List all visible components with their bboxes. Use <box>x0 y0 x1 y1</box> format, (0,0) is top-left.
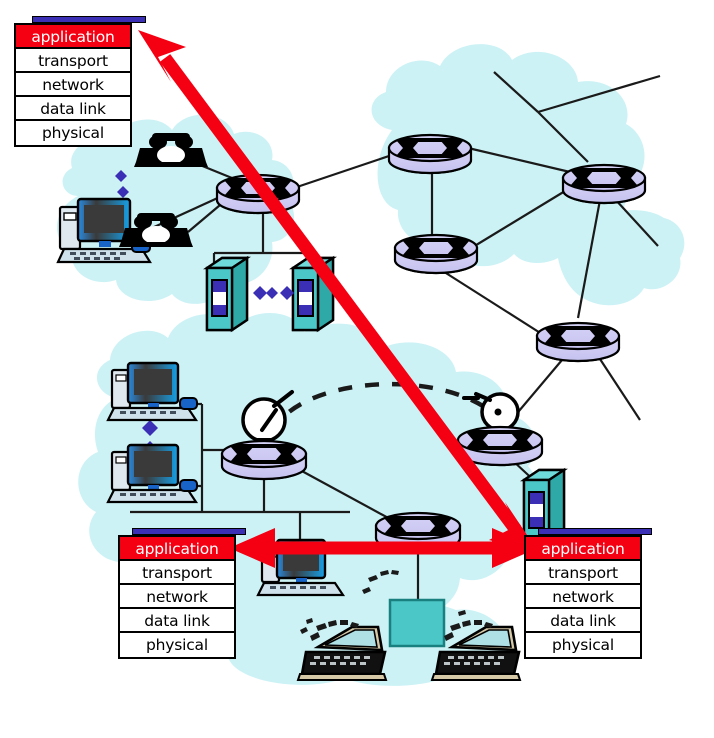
stack-bottom-left-layer-application: application <box>120 537 234 561</box>
arrow-horizontal <box>229 528 538 568</box>
stack-top-left-layer-application: application <box>16 25 130 49</box>
link-core-top-to-right <box>467 146 571 174</box>
router-core-right <box>561 163 647 205</box>
link-core-middle-down <box>437 267 546 337</box>
link-core-right-to-lower <box>576 199 602 319</box>
stack-top-left-layer-physical: physical <box>42 124 104 142</box>
stack-bottom-left-titlebar <box>132 528 246 535</box>
arrow-diagonal <box>138 30 539 553</box>
stack-bottom-left-layer-network: network <box>120 585 234 609</box>
stack-bottom-left-layer-transport: transport <box>120 561 234 585</box>
stack-top-left-layer-network: network <box>16 73 130 97</box>
stack-top-left-layer-data-link: data link <box>16 97 130 121</box>
stack-bottom-right-layer-application: application <box>526 537 640 561</box>
link-core-middle-to-right <box>467 187 571 251</box>
link-core-up-edge <box>493 71 539 113</box>
telephone-lower <box>119 213 193 247</box>
router-core-middle <box>393 233 479 275</box>
laptop-wireless-right <box>362 570 522 681</box>
laptop-wireless-left <box>296 618 388 681</box>
stack-top-left: application transport network data link … <box>14 16 146 147</box>
workstation-lan-top <box>106 361 199 422</box>
link-satleft-to-lanrouter <box>299 469 393 521</box>
link-core-up-edge2 <box>537 74 661 114</box>
stack-bottom-left-layer-data-link: data link <box>120 609 234 633</box>
router-core-lower-right <box>535 321 621 363</box>
stack-bottom-left-layer-physical: physical <box>146 636 208 654</box>
stack-bottom-left: application transport network data link … <box>118 528 246 659</box>
stack-top-left-layer-transport: transport <box>16 49 130 73</box>
stack-bottom-left-box: application transport network data link … <box>118 535 236 659</box>
router-core-top <box>387 133 473 175</box>
satellite-dashed-link <box>269 381 496 434</box>
stack-bottom-right-box: application transport network data link … <box>524 535 642 659</box>
router-satellite-left <box>220 390 308 481</box>
router-satellite-right <box>456 392 544 467</box>
stack-bottom-right-layer-physical: physical <box>552 636 614 654</box>
link-core-topright-up <box>537 111 589 163</box>
satellite-dish-left <box>241 390 294 443</box>
wireless-access-point <box>388 598 446 648</box>
stack-top-left-box: application transport network data link … <box>14 23 132 147</box>
stack-bottom-right-layer-network: network <box>526 585 640 609</box>
workstation-lan-bottom <box>106 443 199 504</box>
link-core-right-down <box>613 197 659 247</box>
workstation-upper-left <box>56 197 152 264</box>
wireless-waves-right <box>444 610 493 641</box>
stack-bottom-right-layer-transport: transport <box>526 561 640 585</box>
stack-top-left-titlebar <box>32 16 146 23</box>
link-lower-core-down <box>597 355 641 421</box>
wireless-waves-left <box>300 618 359 641</box>
stack-bottom-right-titlebar <box>538 528 652 535</box>
server-left <box>203 255 251 333</box>
link-access-to-core <box>293 153 393 190</box>
stack-bottom-right-layer-data-link: data link <box>526 609 640 633</box>
telephone-upper <box>134 133 208 167</box>
wireless-waves-ap <box>362 570 399 594</box>
satellite-dish-right <box>462 392 520 435</box>
stack-bottom-right: application transport network data link … <box>524 528 652 659</box>
